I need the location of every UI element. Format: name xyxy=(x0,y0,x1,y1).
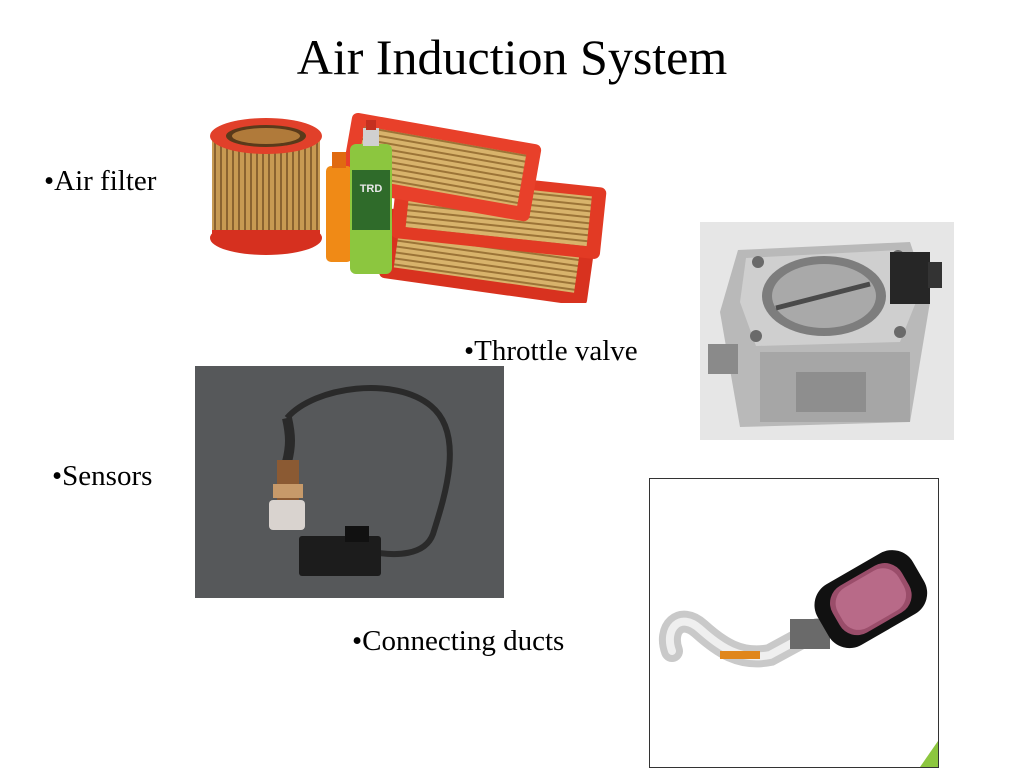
cold-air-intake-illustration xyxy=(650,479,938,767)
slide-title: Air Induction System xyxy=(296,29,728,85)
bullet-connecting-ducts: •Connecting ducts xyxy=(352,625,565,657)
oxygen-sensor-photo xyxy=(195,366,504,598)
throttle-body-illustration xyxy=(700,222,954,440)
throttle-valve-photo xyxy=(700,222,954,440)
bullet-throttle-valve: •Throttle valve xyxy=(464,335,638,367)
bottle-brand-label: TRD xyxy=(360,183,383,195)
air-filter-photo: TRD xyxy=(208,98,612,303)
bullet-sensors: •Sensors xyxy=(52,460,153,492)
intake-duct-photo xyxy=(649,478,939,768)
air-filter-illustration: TRD xyxy=(208,98,612,303)
oxygen-sensor-illustration xyxy=(195,366,504,598)
bullet-air-filter: •Air filter xyxy=(44,165,157,197)
